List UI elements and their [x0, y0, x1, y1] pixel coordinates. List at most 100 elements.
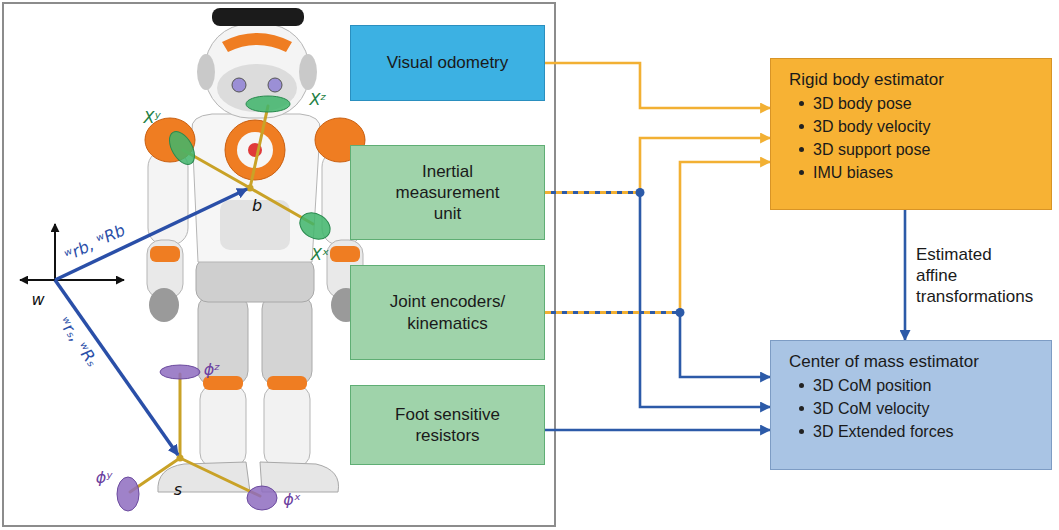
robot-torso	[192, 114, 320, 262]
joint-discs	[117, 96, 335, 511]
trunk-dash	[545, 191, 640, 194]
bullet-text: 3D Extended forces	[813, 420, 954, 443]
robot-head	[205, 24, 309, 118]
estimator-box: Center of mass estimator3D CoM position3…	[770, 340, 1052, 470]
bullet-text: 3D body pose	[813, 92, 912, 115]
box-heading: Center of mass estimator	[789, 352, 979, 371]
depth-sensor	[212, 8, 304, 26]
trunk	[545, 308, 685, 317]
robot-foot	[158, 462, 250, 492]
robot-foot	[260, 462, 339, 492]
robot-hand	[149, 288, 179, 322]
robot-shin	[264, 385, 310, 467]
axis-label: Xᶻ	[310, 91, 327, 109]
connector	[545, 429, 770, 432]
box-label: Inertial measurement unit	[383, 161, 513, 225]
robot-ear	[197, 54, 215, 90]
axis-label: ϕˣ	[283, 491, 301, 509]
robot-figure	[145, 8, 365, 492]
axis-label: Xʸ	[144, 109, 161, 127]
axis-disc	[160, 365, 200, 379]
bullet-row: 3D Extended forces	[789, 420, 1037, 443]
frame-label: b	[252, 197, 262, 215]
trunk-dash	[545, 311, 680, 314]
trunk-line	[545, 191, 640, 194]
robot-shin	[200, 385, 246, 467]
sensor-box: Inertial measurement unit	[350, 145, 545, 240]
pose-label: ʷrₛ, ʷRₛ	[54, 314, 101, 370]
box-heading: Rigid body estimator	[789, 70, 944, 89]
sensor-box: Joint encoders/ kinematics	[350, 265, 545, 360]
connector	[904, 210, 907, 340]
box-label: Joint encoders/ kinematics	[383, 291, 513, 334]
axis-label: ϕᶻ	[204, 361, 220, 379]
bullet-dot	[799, 147, 804, 152]
bullet-text: IMU biases	[813, 161, 893, 184]
junction-dot	[636, 188, 645, 197]
robot-thigh	[262, 295, 312, 385]
connector	[545, 138, 770, 193]
frame-label: s	[174, 481, 182, 499]
connector	[545, 313, 770, 378]
bullet-row: 3D body pose	[789, 92, 1037, 115]
bullet-text: 3D body velocity	[813, 115, 930, 138]
axis-label: Xˣ	[311, 246, 329, 264]
junction-dot	[676, 308, 685, 317]
bullet-dot	[799, 124, 804, 129]
bullet-row: IMU biases	[789, 161, 1037, 184]
world-axis	[20, 279, 55, 281]
pose-label: ʷrb, ʷRb	[62, 221, 128, 265]
axis-line	[179, 374, 182, 458]
axis-disc	[246, 96, 290, 112]
bullet-dot	[799, 429, 804, 434]
panel-frame	[3, 3, 555, 526]
box-label: Visual odometry	[387, 52, 509, 73]
bullet-dot	[799, 101, 804, 106]
connector	[545, 193, 770, 408]
robot-knee	[267, 376, 307, 390]
trunk	[545, 188, 645, 197]
world-axis	[55, 279, 124, 281]
axis-line	[250, 106, 268, 188]
axis-disc	[117, 477, 139, 511]
robot-face	[217, 64, 297, 112]
trunk-line	[545, 311, 680, 314]
sensor-box: Foot sensitive resistors	[350, 385, 545, 465]
box-label: Foot sensitive resistors	[383, 404, 513, 447]
robot-arm	[148, 150, 188, 245]
frame-label: w	[31, 291, 44, 309]
connector	[545, 162, 770, 313]
bullet-row: 3D support pose	[789, 138, 1037, 161]
pose-vector	[55, 189, 247, 280]
frame-origin	[177, 455, 184, 462]
bullet-dot	[799, 406, 804, 411]
bullet-text: 3D CoM velocity	[813, 397, 929, 420]
axis-label: ϕʸ	[96, 469, 113, 487]
robot-trim	[222, 33, 292, 52]
axis-line	[180, 458, 260, 496]
bullet-row: 3D body velocity	[789, 115, 1037, 138]
bullet-text: 3D CoM position	[813, 374, 931, 397]
estimator-box: Rigid body estimator 3D body pose3D body …	[770, 58, 1052, 210]
pose-vector	[55, 280, 178, 455]
robot-hip	[196, 258, 314, 302]
axis-disc	[295, 208, 335, 245]
source-box: Visual odometry	[350, 25, 545, 101]
bullet-text: 3D support pose	[813, 138, 930, 161]
robot-eye	[232, 78, 246, 92]
bullet-row: 3D CoM position	[789, 374, 1037, 397]
bullet-row: 3D CoM velocity	[789, 397, 1037, 420]
box-heading-row: Rigid body estimator	[789, 68, 1037, 92]
box-heading-row: Center of mass estimator	[789, 350, 1037, 374]
bullet-dot	[799, 383, 804, 388]
axis-disc	[164, 127, 199, 168]
bullet-dot	[799, 170, 804, 175]
robot-trim	[330, 246, 360, 262]
connector	[545, 63, 770, 108]
axis-disc	[247, 486, 277, 510]
robot-trim	[150, 246, 180, 262]
axis-lines	[130, 106, 313, 496]
world-axis	[54, 224, 56, 280]
